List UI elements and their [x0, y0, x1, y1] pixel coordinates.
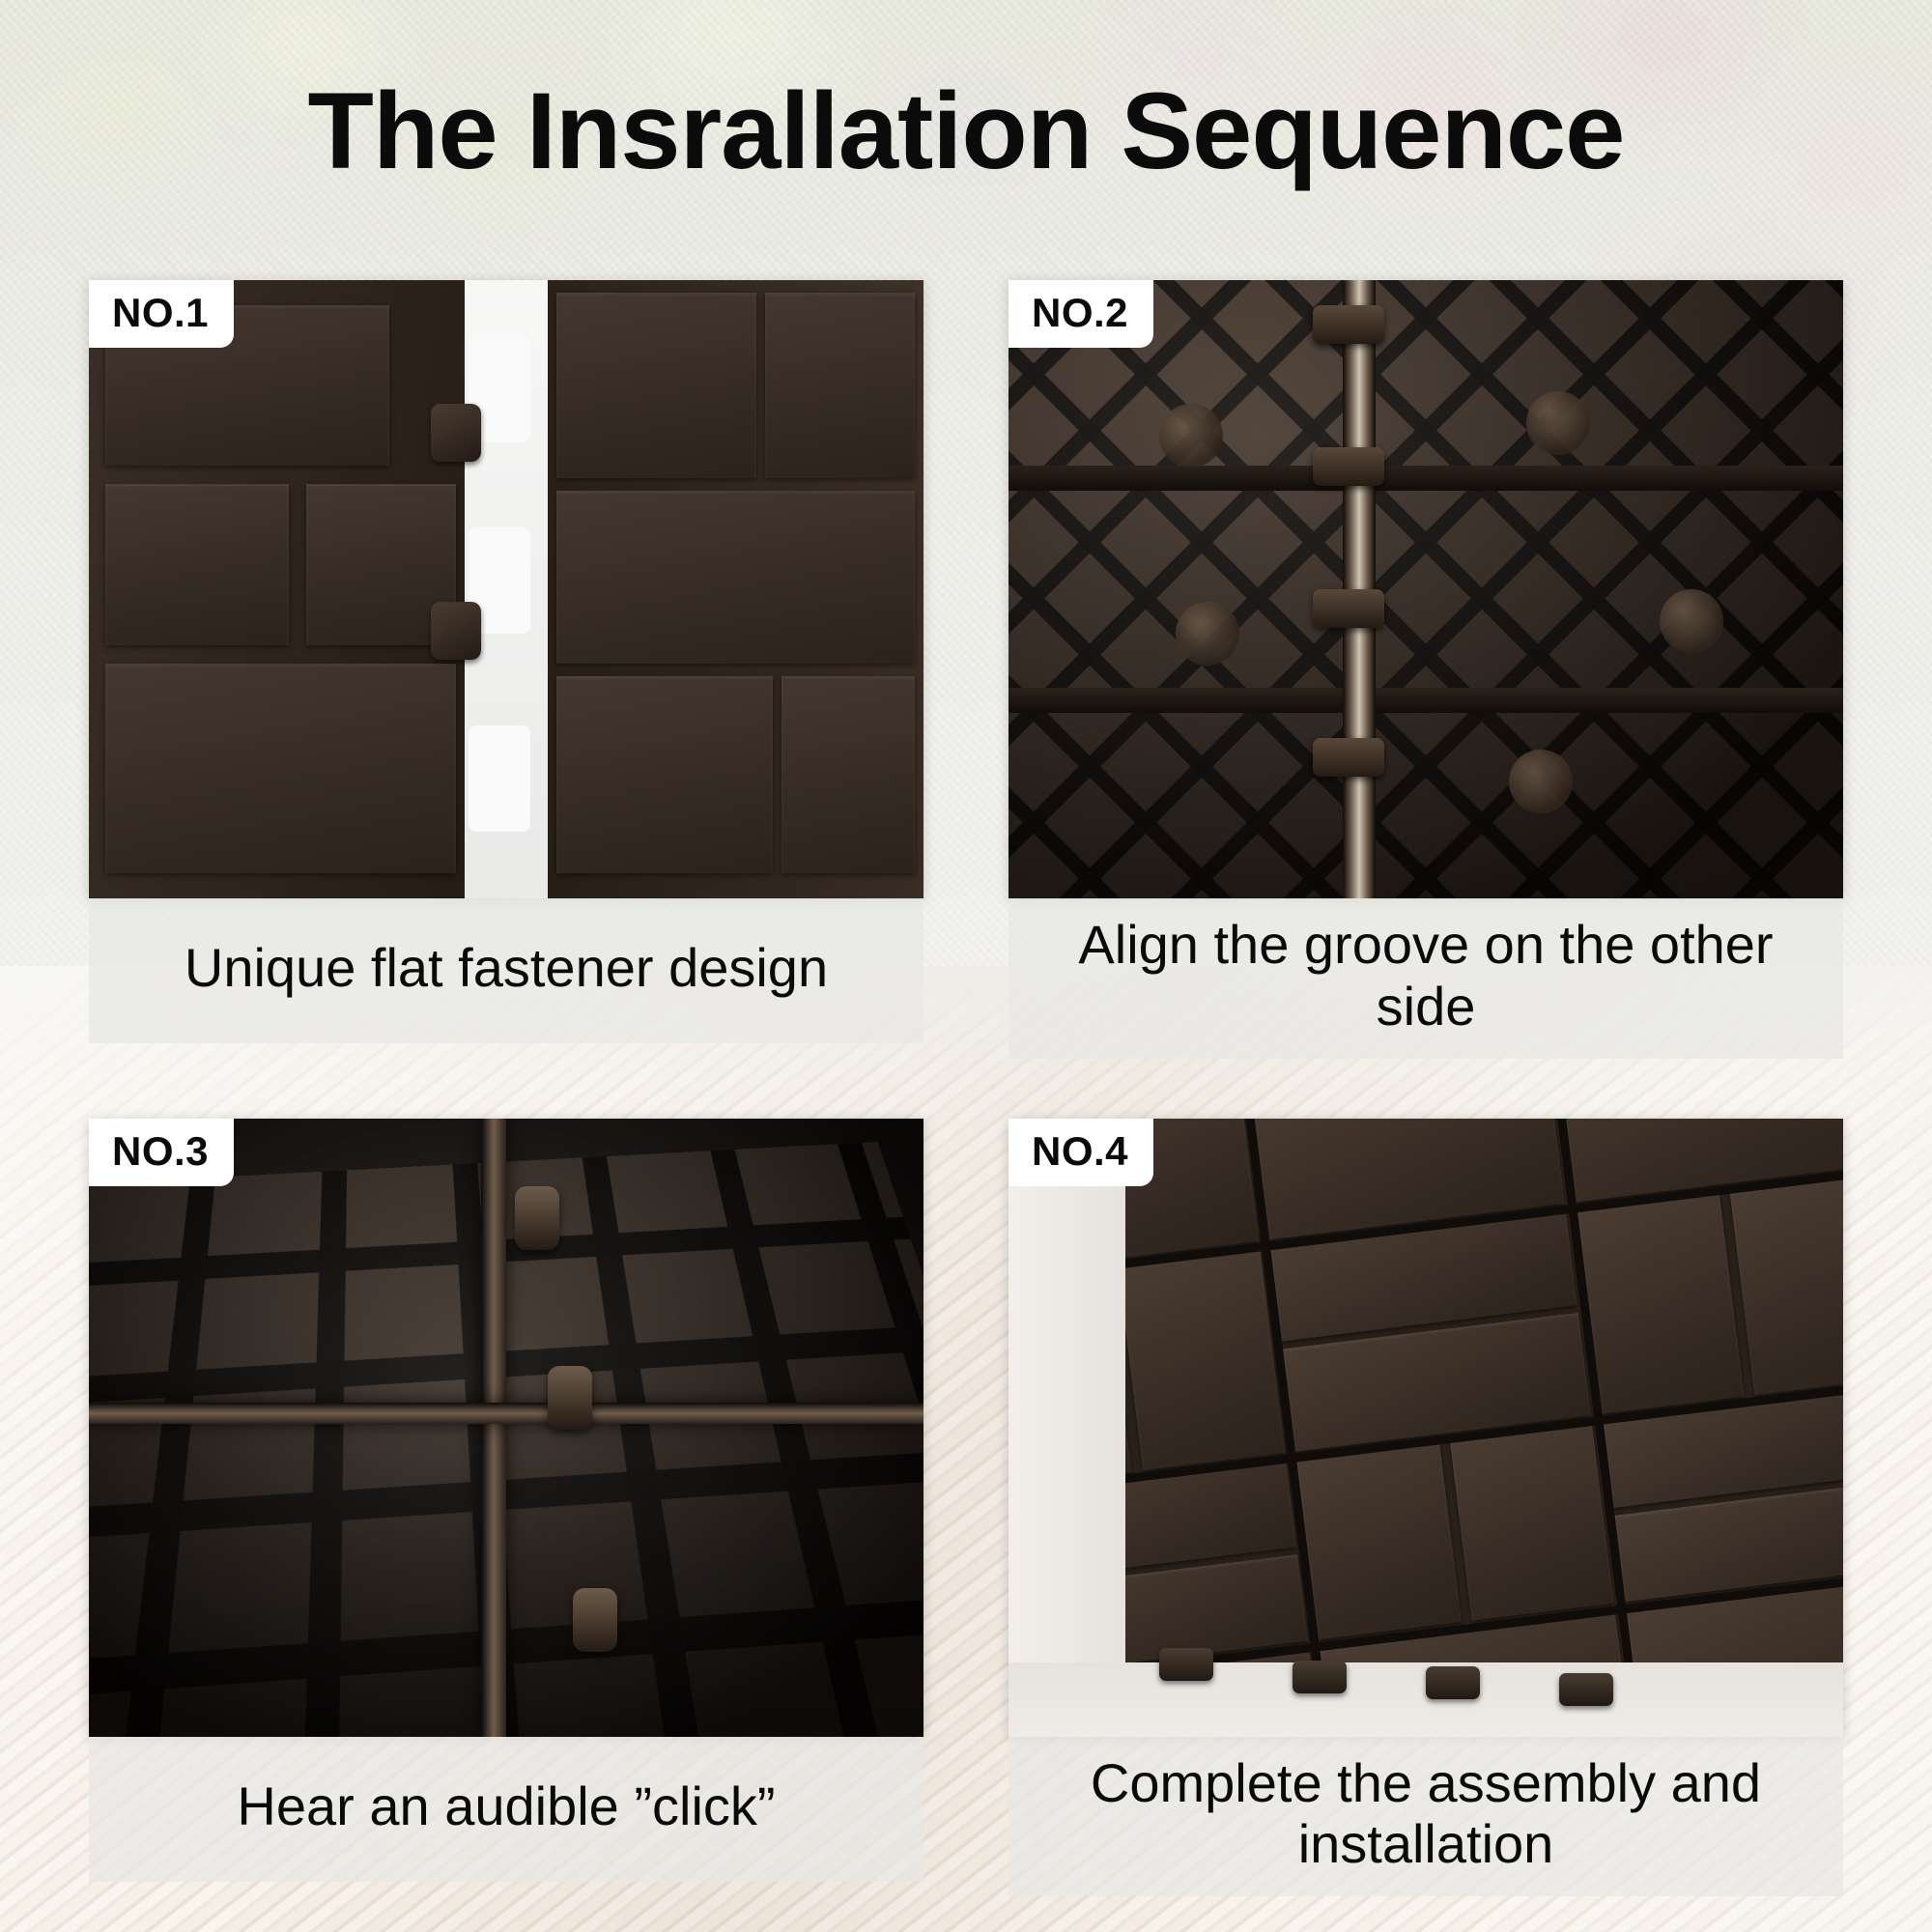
photo-shading: [1009, 280, 1843, 898]
groove-clip: [1313, 737, 1385, 777]
step-3-photo: NO.3: [89, 1118, 923, 1737]
page-title: The Insrallation Sequence: [307, 71, 1626, 191]
fastener-tab: [469, 724, 531, 832]
step-caption-3: Hear an audible ”click”: [89, 1736, 923, 1882]
step-badge-4: NO.4: [1009, 1118, 1154, 1186]
plank: [555, 292, 757, 478]
installed-floor: [1009, 1118, 1843, 1737]
groove-clip: [1313, 446, 1385, 486]
plank: [305, 484, 457, 645]
lattice-boss: [1525, 391, 1590, 456]
step-caption-2: Align the groove on the other side: [1009, 898, 1843, 1059]
deck-tile: [1577, 1192, 1745, 1414]
click-knob: [514, 1186, 559, 1251]
edge-connector: [1559, 1672, 1614, 1706]
flat-fastener: [431, 601, 482, 660]
step-1-photo: NO.1: [89, 280, 923, 898]
groove-clip: [1313, 304, 1385, 344]
plank: [555, 490, 916, 664]
plank: [105, 663, 457, 874]
lattice-boss: [1659, 589, 1723, 653]
deck-tile: [1449, 1423, 1614, 1622]
step-badge-2: NO.2: [1009, 280, 1154, 348]
step-panel-3: NO.3 Hear an audible ”click”: [89, 1118, 923, 1897]
plank: [781, 675, 916, 874]
lattice-boss: [1158, 404, 1223, 468]
step-caption-4: Complete the assembly and installation: [1009, 1736, 1843, 1897]
plank: [555, 675, 774, 874]
underside-lattice: [1009, 280, 1843, 898]
edge-connector: [1292, 1660, 1347, 1693]
step-2-photo: NO.2: [1009, 280, 1843, 898]
step-panel-2: NO.2 Align the groove on the other side: [1009, 280, 1843, 1059]
photo-left-margin: [1009, 1118, 1125, 1737]
step-panel-4: NO.4 Complete the assembly and installat…: [1009, 1118, 1843, 1897]
connector-post-horizontal: [89, 1403, 923, 1425]
flat-fastener: [431, 404, 482, 462]
edge-connector: [1426, 1666, 1480, 1700]
plank: [764, 292, 916, 478]
step-badge-3: NO.3: [89, 1118, 235, 1186]
connector-post-vertical: [481, 1118, 507, 1737]
click-knob: [573, 1588, 618, 1653]
plank: [105, 484, 290, 645]
steps-grid: NO.1 Unique flat fastener design: [89, 280, 1843, 1897]
step-panel-1: NO.1 Unique flat fastener design: [89, 280, 923, 1059]
click-knob: [548, 1365, 593, 1430]
groove-clip: [1313, 589, 1385, 628]
deck-tile: [1117, 1248, 1285, 1470]
lattice-boss: [1509, 750, 1574, 814]
lattice-crossbar: [1009, 688, 1843, 714]
deck-tile: [1729, 1173, 1843, 1396]
step-4-photo: NO.4: [1009, 1118, 1843, 1737]
lattice-crossbar: [1009, 466, 1843, 491]
step-badge-1: NO.1: [89, 280, 235, 348]
deck-tile: [1296, 1441, 1462, 1640]
step-caption-1: Unique flat fastener design: [89, 898, 923, 1043]
lattice-boss: [1175, 601, 1239, 666]
edge-connector: [1158, 1648, 1213, 1682]
